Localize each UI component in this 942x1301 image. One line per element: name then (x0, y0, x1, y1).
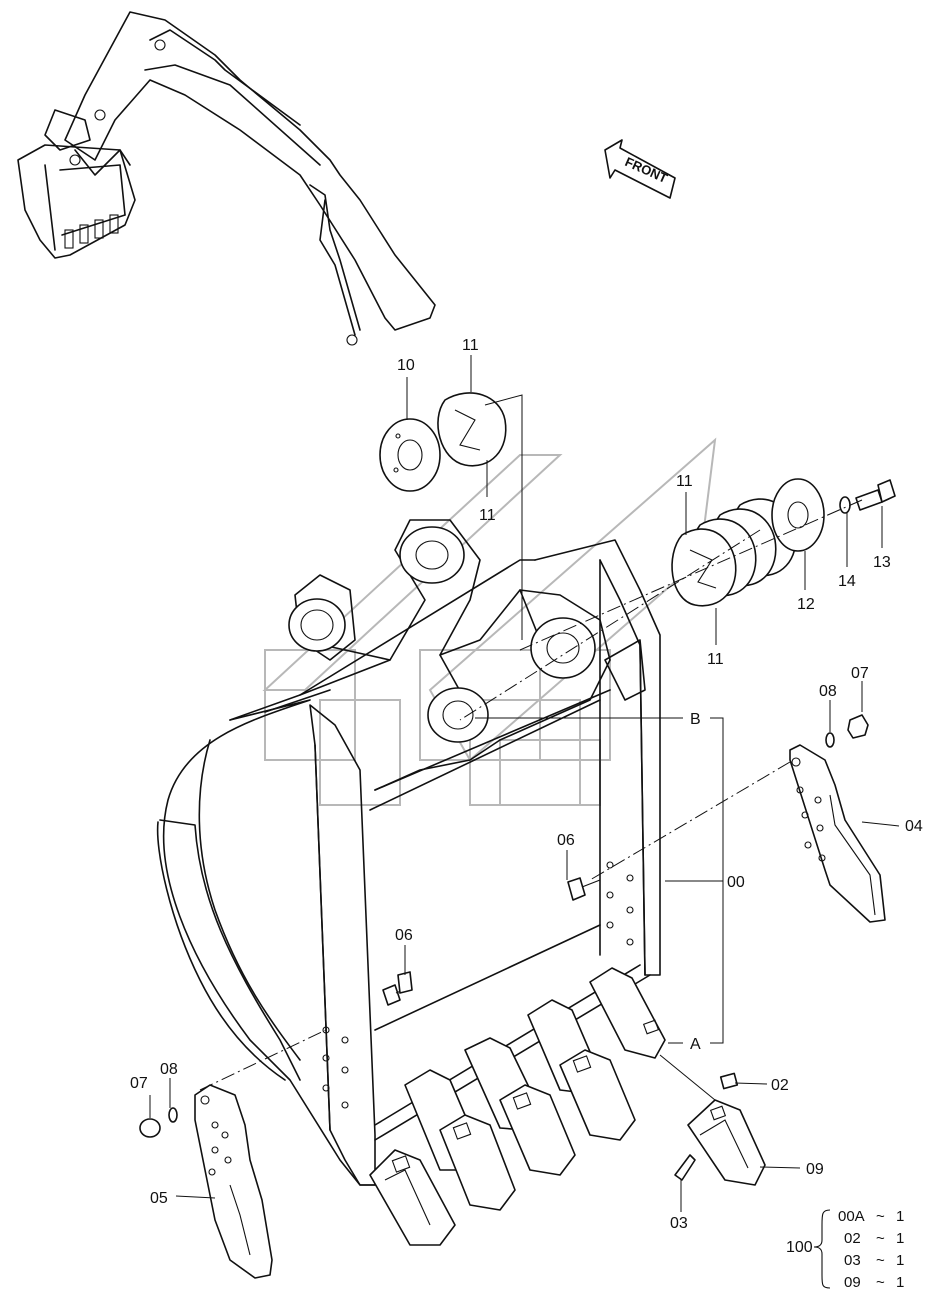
svg-text:1: 1 (896, 1274, 904, 1291)
callout-11-right-bottom: 11 (707, 651, 724, 668)
kit-list: 100 00A ~ 1 02 ~ 1 03 ~ 1 09 ~ 1 (786, 1208, 904, 1291)
callout-06-right: 06 (557, 832, 575, 849)
bucket-teeth-row (369, 967, 666, 1246)
svg-text:1: 1 (896, 1230, 904, 1247)
svg-text:~: ~ (876, 1252, 885, 1269)
callout-11-right-top: 11 (676, 473, 693, 490)
callout-11-top: 11 (462, 337, 479, 354)
svg-text:02: 02 (844, 1230, 861, 1247)
callout-14: 14 (838, 573, 856, 590)
kit-row-1: 02 ~ 1 (844, 1230, 904, 1247)
svg-text:~: ~ (876, 1230, 885, 1247)
tooth-assembly-detail (659, 1054, 766, 1186)
callout-03: 03 (670, 1215, 688, 1232)
callout-11-mid: 11 (479, 507, 496, 524)
kit-row-2: 03 ~ 1 (844, 1252, 904, 1269)
callout-05: 05 (150, 1190, 168, 1207)
front-direction-arrow: FRONT (604, 139, 676, 199)
excavator-arm-overview (17, 11, 436, 346)
callout-04: 04 (905, 818, 923, 835)
callout-07-right: 07 (851, 665, 869, 682)
callout-02: 02 (771, 1077, 789, 1094)
kit-row-3: 09 ~ 1 (844, 1274, 904, 1291)
callout-10: 10 (397, 357, 415, 374)
callout-06-left: 06 (395, 927, 413, 944)
callout-12: 12 (797, 596, 815, 613)
svg-text:03: 03 (844, 1252, 861, 1269)
svg-text:09: 09 (844, 1274, 861, 1291)
kit-number: 100 (786, 1239, 813, 1256)
side-cutter-right (789, 744, 886, 923)
callout-13: 13 (873, 554, 891, 571)
svg-text:~: ~ (876, 1274, 885, 1291)
callout-09: 09 (806, 1161, 824, 1178)
callout-08-left: 08 (160, 1061, 178, 1078)
leader-lines (149, 355, 900, 1212)
svg-text:~: ~ (876, 1208, 885, 1225)
svg-text:00A: 00A (838, 1208, 865, 1225)
ref-A: A (690, 1036, 701, 1053)
kit-row-0: 00A ~ 1 (838, 1208, 904, 1225)
svg-text:1: 1 (896, 1252, 904, 1269)
ref-B: B (690, 711, 701, 728)
callout-00: 00 (727, 874, 745, 891)
svg-text:1: 1 (896, 1208, 904, 1225)
bolts-and-nuts (139, 714, 869, 1138)
callout-08-right: 08 (819, 683, 837, 700)
side-cutter-left (194, 1084, 273, 1279)
callout-07-left: 07 (130, 1075, 148, 1092)
pin-shims-and-plates (379, 392, 896, 607)
part-callouts: 10 11 11 11 11 12 14 13 07 08 04 B 00 A … (130, 337, 923, 1232)
